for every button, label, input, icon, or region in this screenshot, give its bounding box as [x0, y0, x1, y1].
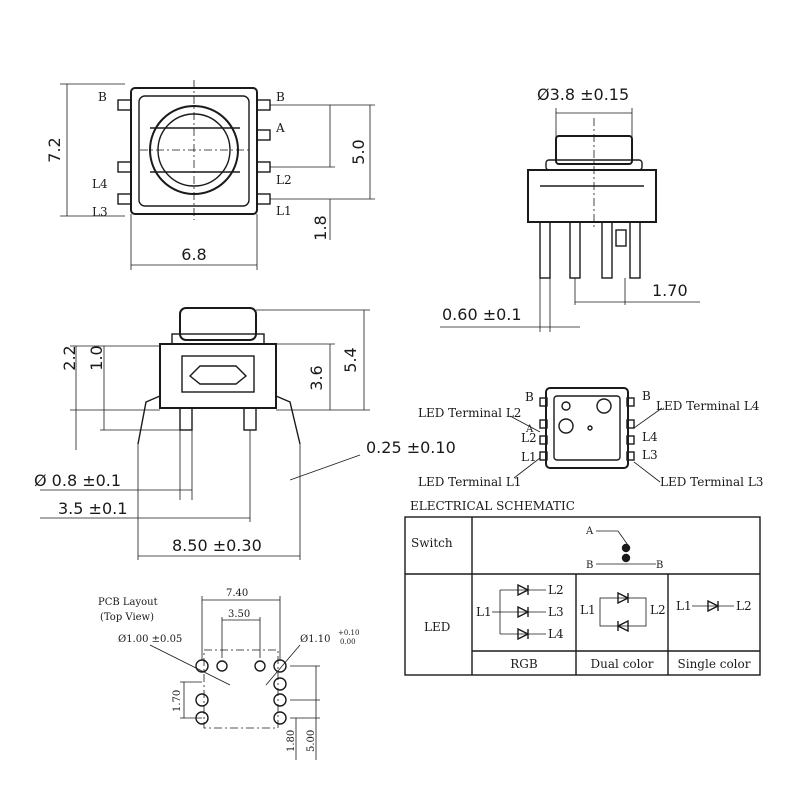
- top-offset-dim: 1.8: [311, 215, 330, 240]
- side-pin-pitch-dim: 1.70: [652, 281, 688, 300]
- pcb-hole-small: Ø1.00 ±0.05: [118, 634, 182, 645]
- top-height-dim: 7.2: [45, 137, 64, 162]
- pcb-dim-1-80: 1.80: [286, 730, 297, 752]
- front-dim-2-2: 2.2: [60, 345, 79, 370]
- term-led-l4: LED Terminal L4: [656, 399, 760, 413]
- top-pin-left-b: B: [98, 90, 107, 104]
- rgb-label-l4: L4: [548, 627, 564, 641]
- dual-label-l1: L1: [580, 603, 596, 617]
- front-view: 2.2 1.0 3.6 5.4 0.25 ±0.10 Ø 0.8 ±0.1 3.…: [34, 307, 456, 560]
- front-thickness-dim: 0.25 ±0.10: [366, 438, 456, 457]
- top-pin-right-b: B: [276, 90, 285, 104]
- front-dim-5-4: 5.4: [341, 347, 360, 372]
- pcb-subtitle: (Top View): [100, 612, 154, 623]
- pcb-layout: PCB Layout (Top View) 7.40 3.50 Ø1.00 ±0…: [98, 588, 359, 760]
- schematic-title: ELECTRICAL SCHEMATIC: [410, 499, 575, 513]
- pcb-title: PCB Layout: [98, 597, 158, 608]
- schematic-col-dual: Dual color: [591, 657, 654, 671]
- single-label-l1: L1: [676, 599, 692, 613]
- term-pin-l2: L2: [521, 431, 537, 445]
- top-pin-left-l3: L3: [92, 205, 108, 219]
- schematic-row-switch: Switch: [411, 536, 453, 550]
- top-view: 7.2 6.8 5.0 1.8 B L4 L3 B A L2 L1: [45, 80, 375, 270]
- terminal-view: B B LED Terminal L2 LED Terminal L4 LED …: [418, 387, 763, 489]
- term-pin-l1: L1: [521, 450, 537, 464]
- pcb-pitch-dim: 3.50: [228, 609, 250, 620]
- pcb-hole-tol-bot: 0.00: [340, 638, 356, 646]
- top-pin-left-l4: L4: [92, 177, 108, 191]
- rgb-label-l2: L2: [548, 583, 564, 597]
- top-pin-right-a: A: [275, 121, 285, 135]
- term-led-l3: LED Terminal L3: [660, 475, 763, 489]
- single-led-symbol: L1 L2: [676, 599, 752, 613]
- switch-symbol: A B B: [585, 526, 663, 571]
- schematic-col-rgb: RGB: [510, 657, 538, 671]
- term-label-b-left: B: [525, 390, 534, 404]
- switch-label-a: A: [585, 526, 594, 537]
- switch-label-b2: B: [656, 560, 663, 571]
- term-pin-a: A: [525, 424, 534, 435]
- rgb-label-l3: L3: [548, 605, 564, 619]
- dual-led-symbol: L1 L2: [580, 591, 666, 633]
- rgb-led-symbol: L1 L2 L3 L4: [476, 583, 564, 641]
- electrical-schematic: ELECTRICAL SCHEMATIC Switch LED A B B: [404, 499, 761, 676]
- front-spacing-dim: 3.5 ±0.1: [58, 499, 127, 518]
- term-led-l1: LED Terminal L1: [418, 475, 521, 489]
- term-pin-l3: L3: [642, 448, 658, 462]
- pcb-hole-large: Ø1.10: [300, 634, 330, 645]
- top-pitch-dim: 5.0: [349, 139, 368, 164]
- rgb-label-l1: L1: [476, 605, 492, 619]
- top-width-dim: 6.8: [181, 245, 206, 264]
- top-pin-right-l2: L2: [276, 173, 292, 187]
- schematic-row-led: LED: [424, 620, 450, 634]
- switch-label-b1: B: [586, 560, 593, 571]
- pcb-width-dim: 7.40: [226, 588, 248, 599]
- pcb-dim-1-70: 1.70: [172, 690, 183, 712]
- pcb-hole-tol-top: +0.10: [338, 629, 359, 637]
- term-pin-l4: L4: [642, 430, 658, 444]
- front-span-dim: 8.50 ±0.30: [172, 536, 262, 555]
- side-view: Ø3.8 ±0.15 0.60 ±0.1 1.70: [440, 85, 700, 332]
- side-cap-dim: Ø3.8 ±0.15: [537, 85, 629, 104]
- side-pin-width-dim: 0.60 ±0.1: [442, 305, 522, 324]
- term-label-b-right: B: [642, 389, 651, 403]
- front-hole-dim: Ø 0.8 ±0.1: [34, 471, 121, 490]
- front-dim-3-6: 3.6: [307, 365, 326, 390]
- top-pin-right-l1: L1: [276, 204, 292, 218]
- pcb-dim-5-00: 5.00: [306, 730, 317, 752]
- front-dim-1-0: 1.0: [87, 345, 106, 370]
- dual-label-l2: L2: [650, 603, 666, 617]
- schematic-col-single: Single color: [678, 657, 751, 671]
- term-led-l2: LED Terminal L2: [418, 406, 521, 420]
- single-label-l2: L2: [736, 599, 752, 613]
